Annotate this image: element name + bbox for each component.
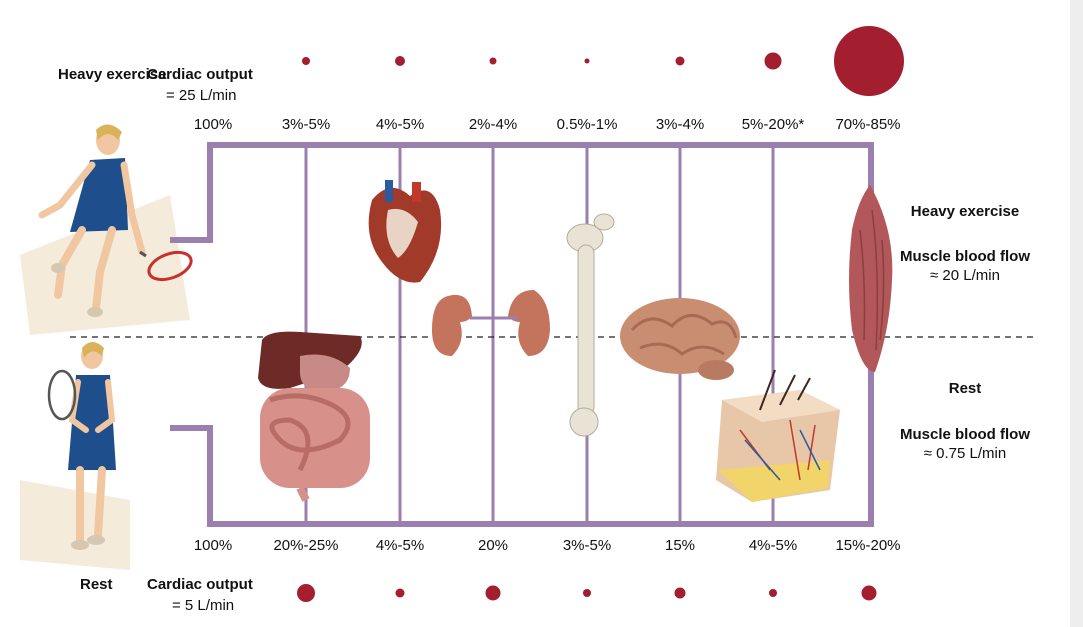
rest-pct-total: 100% (193, 537, 233, 554)
exercise-pct-bone: 0.5%-1% (556, 116, 618, 133)
exercise-pct-heart: 4%-5% (375, 116, 425, 133)
rest-dot-heart (395, 588, 405, 598)
exercise-dot-skin (764, 52, 782, 70)
side-strip (1070, 0, 1083, 627)
bone-illustration (566, 213, 615, 437)
rest-dot-bone (583, 589, 591, 597)
exercise-cardiac-output-label: Cardiac output (147, 66, 253, 83)
exercise-dot-muscle (834, 26, 904, 96)
skeletal-muscle-illustration (849, 185, 893, 372)
right-rest-flow-value: ≈ 0.75 L/min (923, 445, 1007, 462)
brain-illustration (620, 298, 740, 380)
skin-illustration (716, 369, 840, 502)
right-exercise-flow-value: ≈ 20 L/min (930, 267, 1000, 284)
digestive-organs-illustration (258, 331, 370, 502)
rest-dot-skin (769, 589, 777, 597)
rest-dot-muscle (861, 585, 877, 601)
exercise-pct-kidneys: 2%-4% (468, 116, 518, 133)
exercise-dot-heart (395, 56, 405, 66)
rest-dot-digestive (297, 584, 315, 602)
rest-pct-digestive: 20%-25% (273, 537, 339, 554)
rest-dots (297, 584, 877, 602)
right-exercise-flow-label: Muscle blood flow (900, 248, 1030, 265)
exercise-pct-skin: 5%-20%* (741, 116, 805, 133)
exercise-pct-brain: 3%-4% (655, 116, 705, 133)
rest-pct-heart: 4%-5% (375, 537, 425, 554)
rest-dot-kidneys (485, 585, 501, 601)
exercise-cardiac-output-value: = 25 L/min (166, 87, 237, 104)
rest-pct-skin: 4%-5% (748, 537, 798, 554)
right-exercise-title: Heavy exercise (910, 203, 1020, 220)
right-rest-title: Rest (948, 380, 982, 397)
rest-pct-kidneys: 20% (477, 537, 509, 554)
rest-cardiac-output-label: Cardiac output (147, 576, 253, 593)
rest-title: Rest (80, 576, 113, 593)
exercise-pct-total: 100% (193, 116, 233, 133)
rest-pct-brain: 15% (664, 537, 696, 554)
exercise-title: Heavy exercise (58, 66, 166, 84)
kidneys-illustration (432, 290, 550, 356)
rest-pct-muscle: 15%-20% (835, 537, 901, 554)
right-rest-flow-label: Muscle blood flow (900, 426, 1030, 443)
exercise-dot-bone (584, 58, 590, 64)
tennis-player-rest-illustration (20, 342, 130, 570)
exercise-pct-digestive: 3%-5% (281, 116, 331, 133)
exercise-dot-digestive (302, 57, 310, 65)
exercise-pct-muscle: 70%-85% (835, 116, 901, 133)
exercise-dot-brain (675, 56, 685, 66)
heart-illustration (368, 180, 442, 283)
exercise-dot-kidneys (489, 57, 497, 65)
exercise-title-text: Heavy exercise (58, 66, 167, 83)
rest-cardiac-output-value: = 5 L/min (172, 597, 235, 614)
exercise-dots (302, 26, 904, 96)
rest-dot-brain (674, 587, 686, 599)
rest-pct-bone: 3%-5% (562, 537, 612, 554)
tennis-player-exercise-illustration (20, 124, 193, 335)
